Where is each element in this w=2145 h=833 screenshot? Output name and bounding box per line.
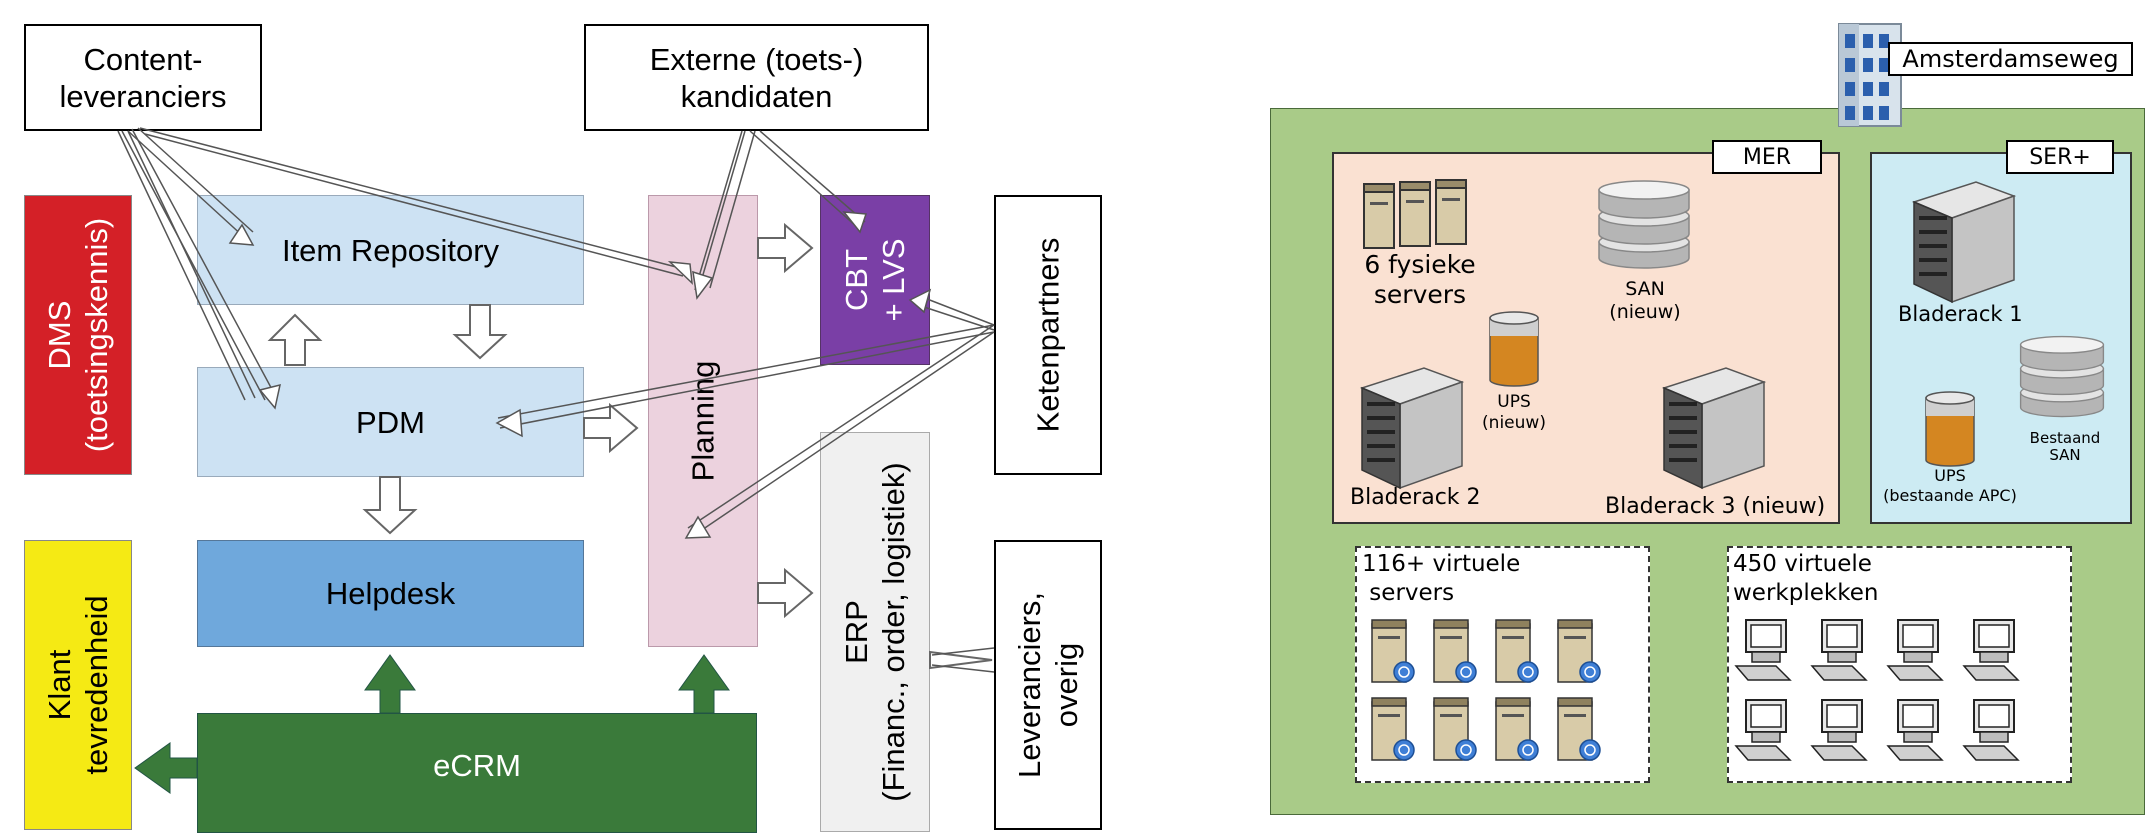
- arrow-planning-to-cbt: [757, 222, 814, 274]
- san-new-icon: [1598, 180, 1690, 269]
- arrow-ecrm-to-planning: [678, 654, 730, 714]
- virtuele-werkplekken-label: 450 virtuele werkplekken: [1733, 551, 1879, 606]
- ecrm-box: eCRM: [197, 713, 757, 833]
- arrow-pdm-to-helpdesk: [362, 476, 418, 535]
- arrow-content-to-pdm-2: [117, 130, 256, 401]
- bladerack3-label: Bladerack 3 (nieuw): [1605, 494, 1826, 519]
- item-repository-box: Item Repository: [197, 195, 584, 305]
- arrow-leveranciers-shaft: [931, 647, 995, 673]
- arrow-externe-to-cbt: [749, 130, 866, 229]
- ups-new-label: UPS (nieuw): [1482, 392, 1546, 433]
- externe-kandidaten-box: Externe (toets-) kandidaten: [584, 24, 929, 131]
- arrow-planning-to-erp: [757, 567, 814, 619]
- virtual-workstations-panel: [1727, 546, 2072, 783]
- building-label: Amsterdamseweg: [1902, 45, 2119, 73]
- externe-kandidaten-label: Externe (toets-) kandidaten: [649, 41, 864, 114]
- pdm-label: PDM: [356, 404, 425, 440]
- arrow-leveranciers-to-erp: [929, 650, 993, 670]
- arrow-ketenpartners-to-pdm: [497, 324, 995, 429]
- ser-tag: SER+: [2006, 140, 2114, 174]
- arrowhead-planning-1: [667, 261, 693, 285]
- flow-arrows: [117, 127, 995, 794]
- klant-box: Klant tevredenheid: [24, 540, 132, 830]
- arrow-pdm-to-item: [267, 313, 323, 366]
- cbt-box: CBT + LVS: [820, 195, 930, 365]
- arrow-ketenpartners-to-cbt: [917, 296, 995, 331]
- virtual-workstations-grid: [1735, 619, 2019, 761]
- virtuele-servers-label: 116+ virtuele servers: [1362, 551, 1521, 606]
- bladerack1-icon: [1912, 181, 2016, 304]
- arrow-externe-to-planning-2: [694, 130, 743, 291]
- content-leveranciers-box: Content- leveranciers: [24, 24, 262, 131]
- mer-tag: MER: [1712, 140, 1822, 174]
- leveranciers-box: Leveranciers, overig: [994, 540, 1102, 830]
- arrow-pdm-to-planning: [583, 402, 639, 454]
- ups-new-icon: [1489, 311, 1539, 387]
- virtual-servers-grid: [1371, 619, 1601, 761]
- ser-label: SER+: [2029, 144, 2091, 170]
- arrow-content-to-pdm: [121, 128, 276, 401]
- arrowhead-item: [228, 223, 255, 246]
- item-repository-label: Item Repository: [281, 232, 500, 268]
- fysieke-servers-label: 6 fysieke servers: [1364, 250, 1476, 309]
- arrow-content-to-item: [127, 127, 254, 239]
- bestaand-san-icon: [2019, 335, 2105, 418]
- ecrm-label: eCRM: [433, 748, 521, 783]
- san-new-label: SAN (nieuw): [1609, 278, 1681, 323]
- arrow-content-to-planning: [139, 127, 684, 277]
- arrow-externe-to-planning: [699, 130, 756, 289]
- arrowhead-pdm-2: [495, 408, 523, 438]
- arrow-ecrm-to-helpdesk: [364, 654, 416, 714]
- arrowhead-cbt-2: [908, 288, 932, 314]
- helpdesk-box: Helpdesk: [197, 540, 584, 647]
- bladerack2-icon: [1360, 367, 1464, 490]
- ups-apc-label: UPS (bestaande APC): [1883, 466, 2017, 505]
- arrow-item-to-pdm: [452, 304, 508, 360]
- arrow-ecrm-to-klant: [134, 742, 198, 794]
- ketenpartners-box: Ketenpartners: [994, 195, 1102, 475]
- bladerack2-label: Bladerack 2: [1350, 485, 1481, 510]
- arrowhead-planning-3: [684, 515, 712, 539]
- physical-servers-icon: [1363, 179, 1467, 249]
- helpdesk-label: Helpdesk: [325, 576, 456, 611]
- ups-apc-icon: [1925, 391, 1975, 467]
- arrowhead-cbt: [842, 211, 868, 234]
- bestaand-san-label: Bestaand SAN: [2029, 429, 2101, 464]
- building-label-box: Amsterdamseweg: [1888, 42, 2133, 76]
- arrowhead-pdm: [258, 383, 281, 410]
- arrow-ketenpartners-to-planning: [687, 324, 995, 537]
- arrowhead-planning-2: [692, 270, 714, 300]
- bladerack1-label: Bladerack 1: [1898, 302, 2023, 326]
- dms-box: DMS (toetsingskennis): [24, 195, 132, 475]
- bladerack3-icon: [1662, 367, 1766, 490]
- mer-label: MER: [1742, 144, 1792, 170]
- erp-box: ERP (Financ., order, logistiek): [820, 432, 930, 832]
- content-leveranciers-label: Content- leveranciers: [59, 41, 227, 114]
- planning-box: Planning: [648, 195, 758, 647]
